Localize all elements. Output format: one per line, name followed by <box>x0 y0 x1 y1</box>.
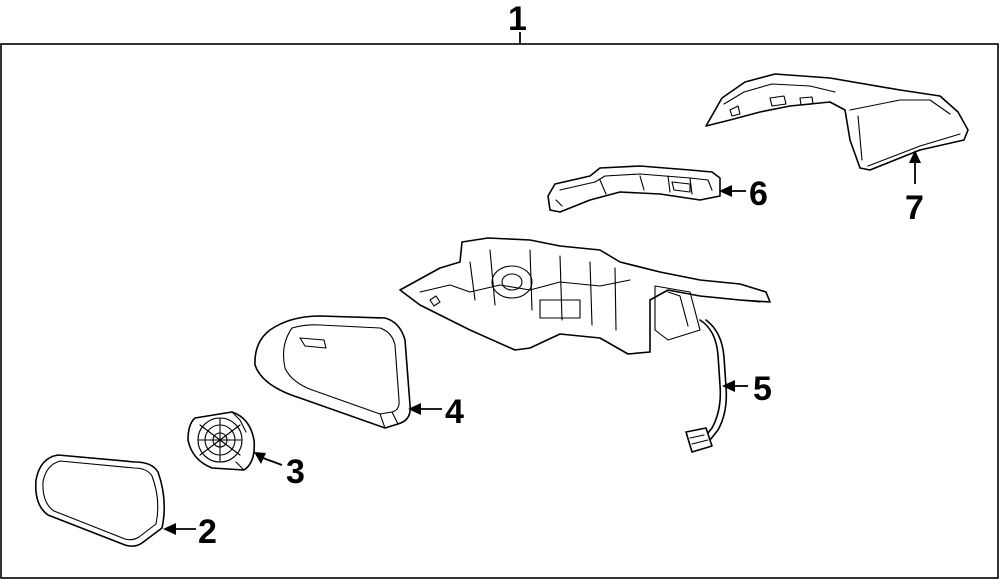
callout-5[interactable]: 5 <box>722 370 772 408</box>
part-2-mirror-glass[interactable] <box>34 454 166 547</box>
part-6-turn-signal-lamp[interactable] <box>547 165 721 213</box>
callout-5-label: 5 <box>753 370 772 408</box>
callout-3[interactable]: 3 <box>254 452 305 491</box>
callout-4-label: 4 <box>445 393 464 431</box>
callout-7-label: 7 <box>905 189 924 227</box>
callout-3-label: 3 <box>286 453 305 491</box>
part-4-housing-bezel[interactable] <box>254 315 412 429</box>
part-7-mirror-cover[interactable] <box>705 73 969 171</box>
assembly-frame <box>0 43 999 579</box>
callout-1[interactable]: 1 <box>508 0 527 44</box>
callout-4[interactable]: 4 <box>408 393 464 431</box>
callout-6-label: 6 <box>749 175 768 213</box>
callout-2[interactable]: 2 <box>163 513 217 551</box>
callout-6[interactable]: 6 <box>719 175 768 213</box>
callout-7[interactable]: 7 <box>905 150 924 227</box>
callout-2-label: 2 <box>198 513 217 551</box>
callout-1-label: 1 <box>508 0 527 38</box>
part-3-actuator-motor[interactable] <box>187 411 256 471</box>
